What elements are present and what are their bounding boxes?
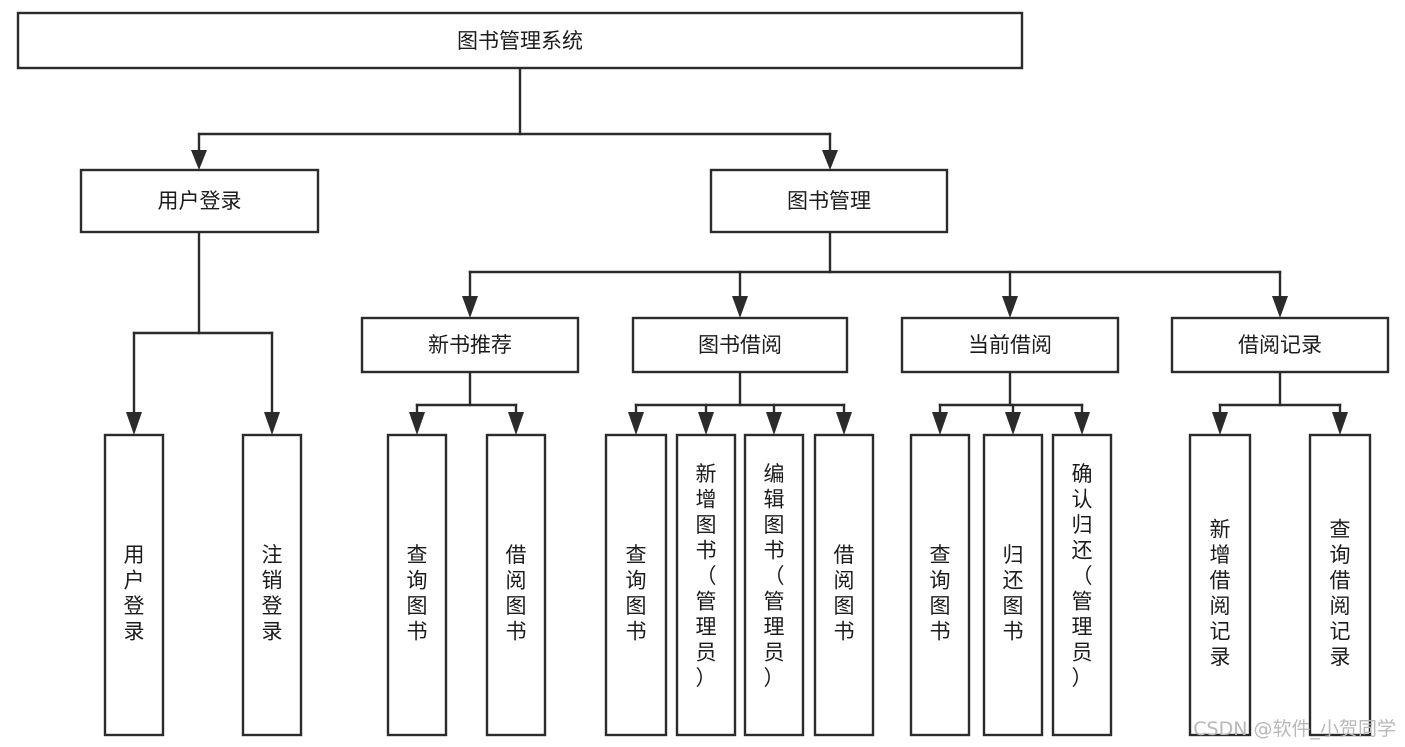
arrow-head-current-borrow	[1002, 296, 1018, 318]
node-root[interactable]: 图书管理系统	[16, 11, 1024, 70]
arrow-head-leaf-borrow-book-2	[836, 412, 852, 435]
node-new-book-recommend-label: 新书推荐	[428, 333, 512, 357]
leaf-node-borrow-book-label: 借阅图书	[834, 543, 855, 644]
leaf-node-return-book-label: 归还图书	[1003, 543, 1024, 644]
leaf-node-return-book[interactable]: 归还图书	[982, 433, 1044, 737]
node-book-management-label: 图书管理	[787, 189, 871, 213]
node-book-borrow[interactable]: 图书借阅	[631, 316, 849, 374]
leaf-node-add-book[interactable]: 新增图书（管理员）	[675, 433, 737, 737]
leaf-node-query-book-newbook-label: 查询图书	[407, 543, 428, 644]
leaf-node-logout-box[interactable]	[241, 433, 303, 737]
arrow-head-leaf-query-book-1	[409, 412, 425, 435]
leaf-node-add-borrow-record-box[interactable]	[1188, 433, 1252, 737]
node-book-management-box[interactable]	[709, 168, 949, 234]
leaf-node-query-book-newbook-box[interactable]	[386, 433, 448, 737]
node-root-label: 图书管理系统	[457, 29, 583, 53]
node-book-borrow-box[interactable]	[631, 316, 849, 374]
arrow-head-leaf-borrow-book-1	[508, 412, 524, 435]
leaf-node-add-book-box[interactable]	[675, 433, 737, 737]
leaf-node-query-book-newbook[interactable]: 查询图书	[386, 433, 448, 737]
node-new-book-recommend[interactable]: 新书推荐	[360, 316, 580, 374]
arrow-head-new-book-rec	[462, 296, 478, 318]
leaf-node-query-book-borrow-label: 查询图书	[626, 543, 647, 644]
node-user-login[interactable]: 用户登录	[79, 168, 320, 234]
leaf-node-confirm-return[interactable]: 确认归还（管理员）	[1051, 433, 1113, 737]
node-new-book-recommend-box[interactable]	[360, 316, 580, 374]
leaf-node-query-book-current-label: 查询图书	[930, 543, 951, 644]
arrow-head-leaf-confirm-return	[1074, 412, 1090, 435]
csdn-watermark: CSDN @软件_小贺同学	[1193, 718, 1396, 740]
node-borrow-record-box[interactable]	[1170, 316, 1390, 374]
leaf-node-query-book-borrow-box[interactable]	[604, 433, 668, 737]
leaf-node-edit-book-box[interactable]	[743, 433, 805, 737]
leaf-node-query-book-borrow[interactable]: 查询图书	[604, 433, 668, 737]
arrow-head-book-borrow	[732, 296, 748, 318]
node-user-login-box[interactable]	[79, 168, 320, 234]
leaf-node-borrow-book-box[interactable]	[813, 433, 875, 737]
node-book-management[interactable]: 图书管理	[709, 168, 949, 234]
node-borrow-record-label: 借阅记录	[1238, 333, 1322, 357]
leaf-node-query-borrow-record-box[interactable]	[1308, 433, 1372, 737]
leaf-node-return-book-box[interactable]	[982, 433, 1044, 737]
arrow-head-leaf-add-record	[1212, 412, 1228, 435]
leaf-node-query-book-current[interactable]: 查询图书	[909, 433, 971, 737]
arrow-head-user-login	[191, 150, 207, 170]
leaf-node-confirm-return-label: 确认归还（管理员）	[1072, 462, 1093, 690]
leaf-node-query-borrow-record[interactable]: 查询借阅记录	[1308, 433, 1372, 737]
arrow-head-borrow-record	[1272, 296, 1288, 318]
leaf-node-add-borrow-record-label: 新增借阅记录	[1210, 517, 1231, 669]
leaf-node-add-borrow-record[interactable]: 新增借阅记录	[1188, 433, 1252, 737]
arrow-head-leaf-add-book	[698, 412, 714, 435]
arrow-head-leaf-edit-book	[766, 412, 782, 435]
leaf-node-logout-label: 注销登录	[262, 543, 283, 644]
node-root-box[interactable]	[16, 11, 1024, 70]
node-current-borrow[interactable]: 当前借阅	[900, 316, 1120, 374]
arrow-head-leaf-return-book	[1005, 412, 1021, 435]
node-current-borrow-box[interactable]	[900, 316, 1120, 374]
leaf-node-user-login-label: 用户登录	[124, 543, 145, 644]
connector-layer	[126, 66, 1348, 435]
leaf-node-query-book-current-box[interactable]	[909, 433, 971, 737]
leaf-node-borrow-book-newbook[interactable]: 借阅图书	[485, 433, 547, 737]
arrow-head-leaf-query-record	[1332, 412, 1348, 435]
arrow-head-book-mgmt	[822, 150, 838, 170]
leaf-node-query-borrow-record-label: 查询借阅记录	[1330, 517, 1351, 669]
leaf-node-borrow-book-newbook-label: 借阅图书	[506, 543, 527, 644]
leaf-node-logout[interactable]: 注销登录	[241, 433, 303, 737]
leaf-node-borrow-book[interactable]: 借阅图书	[813, 433, 875, 737]
leaf-node-user-login-box[interactable]	[103, 433, 165, 737]
leaf-node-borrow-book-newbook-box[interactable]	[485, 433, 547, 737]
leaf-node-user-login[interactable]: 用户登录	[103, 433, 165, 737]
leaf-node-add-book-label: 新增图书（管理员）	[696, 462, 717, 690]
leaf-node-confirm-return-box[interactable]	[1051, 433, 1113, 737]
arrow-head-leaf-query-book-3	[932, 412, 948, 435]
node-user-login-label: 用户登录	[158, 189, 242, 213]
node-book-borrow-label: 图书借阅	[698, 333, 782, 357]
node-current-borrow-label: 当前借阅	[968, 333, 1052, 357]
arrow-head-leaf-logout	[264, 412, 280, 435]
leaf-node-edit-book[interactable]: 编辑图书（管理员）	[743, 433, 805, 737]
leaf-node-edit-book-label: 编辑图书（管理员）	[764, 462, 785, 690]
arrow-head-leaf-user-login	[126, 412, 142, 435]
arrow-head-leaf-query-book-2	[628, 412, 644, 435]
node-borrow-record[interactable]: 借阅记录	[1170, 316, 1390, 374]
